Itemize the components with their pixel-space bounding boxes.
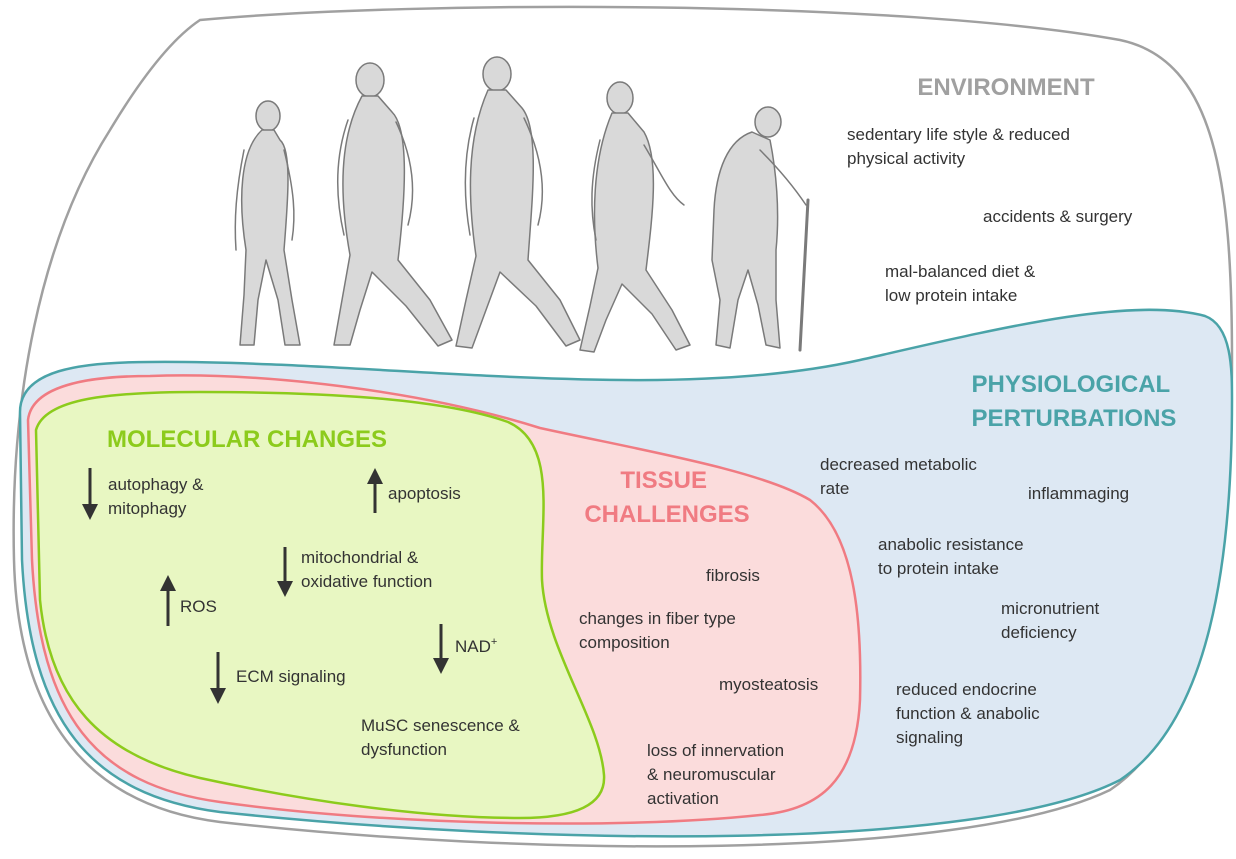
figure-elderly-with-cane <box>711 106 810 352</box>
molecular-item-autophagy: autophagy & mitophagy <box>108 475 208 518</box>
tissue-item-myosteatosis: myosteatosis <box>719 675 818 694</box>
molecular-changes-region <box>34 390 606 820</box>
molecular-item-mitochondrial: mitochondrial & oxidative function <box>301 548 432 591</box>
tissue-item-fibrosis: fibrosis <box>706 566 760 585</box>
molecular-item-apoptosis: apoptosis <box>388 484 461 503</box>
environment-item-sedentary: sedentary life style & reduced physical … <box>847 125 1075 168</box>
tissue-item-innervation: loss of innervation & neuromuscular acti… <box>647 741 789 808</box>
tissue-heading: TISSUE CHALLENGES <box>584 467 749 528</box>
arrow-up-apoptosis <box>367 468 383 513</box>
arrow-down-mitochondrial <box>277 547 293 597</box>
molecular-item-musc: MuSC senescence & dysfunction <box>361 716 524 759</box>
figure-adult <box>455 56 581 349</box>
physiological-item-metabolic-rate: decreased metabolic rate <box>820 455 982 498</box>
molecular-arrows <box>82 468 449 704</box>
physiological-heading: PHYSIOLOGICAL PERTURBATIONS <box>972 371 1177 432</box>
figure-middle-aged <box>579 81 691 353</box>
molecular-heading: MOLECULAR CHANGES <box>107 426 387 453</box>
molecular-item-nad: NAD+ <box>455 636 497 656</box>
physiological-item-anabolic-resistance: anabolic resistance to protein intake <box>878 535 1028 578</box>
human-aging-march-figures <box>234 56 810 353</box>
environment-heading: ENVIRONMENT <box>917 74 1095 101</box>
environment-item-accidents: accidents & surgery <box>983 207 1133 226</box>
arrow-up-ros <box>160 575 176 626</box>
physiological-item-micronutrient: micronutrient deficiency <box>1001 599 1104 642</box>
figure-young-adult <box>333 62 453 347</box>
arrow-down-ecm <box>210 652 226 704</box>
physiological-item-inflammaging: inflammaging <box>1028 484 1129 503</box>
molecular-item-ros: ROS <box>180 597 217 616</box>
molecular-item-ecm: ECM signaling <box>236 667 346 686</box>
tissue-item-fiber-type: changes in fiber type composition <box>579 609 741 652</box>
arrow-down-nad <box>433 624 449 674</box>
physiological-item-endocrine: reduced endocrine function & anabolic si… <box>896 680 1044 747</box>
arrow-down-autophagy <box>82 468 98 520</box>
environment-item-diet: mal-balanced diet & low protein intake <box>885 262 1040 305</box>
figure-child <box>234 100 301 346</box>
